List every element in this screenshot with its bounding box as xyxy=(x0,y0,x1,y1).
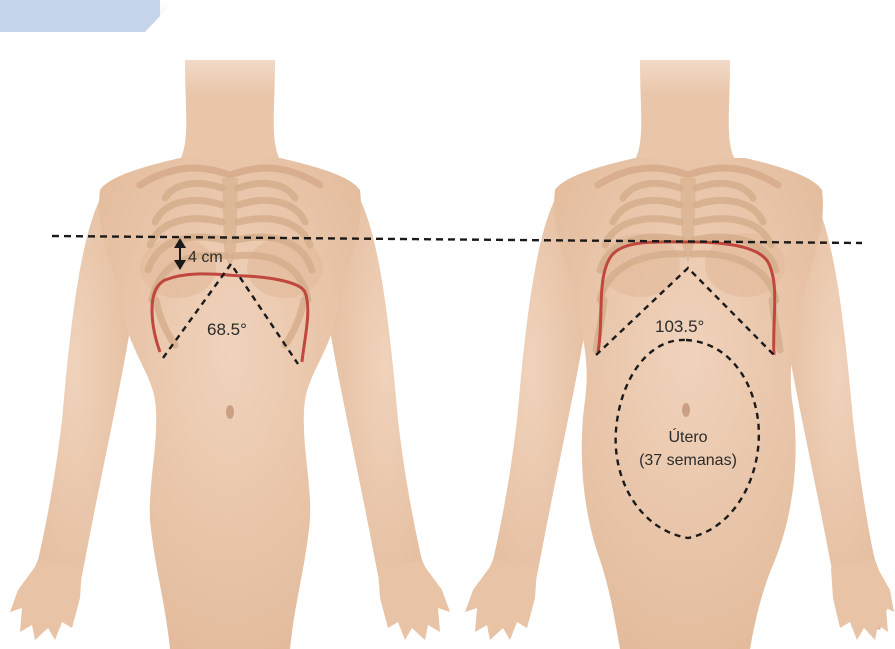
uterus-label: Útero xyxy=(668,427,707,446)
right-figure-left-hand xyxy=(831,560,894,640)
left-figure-head-fade xyxy=(160,0,300,110)
right-angle-label: 103.5° xyxy=(655,317,704,336)
right-figure-navel xyxy=(682,403,690,417)
right-figure-head-fade xyxy=(615,0,755,110)
corner-tab xyxy=(0,0,175,32)
left-figure-navel xyxy=(226,405,234,419)
right-figure-right-hand xyxy=(465,560,537,640)
uterus-weeks-label: (37 semanas) xyxy=(639,452,737,469)
left-angle-label: 68.5° xyxy=(207,320,247,339)
left-distance-label: 4 cm xyxy=(188,249,223,266)
left-figure: 4 cm 68.5° xyxy=(10,0,450,649)
right-figure: 103.5° Útero (37 semanas) xyxy=(465,0,894,649)
left-figure-right-hand xyxy=(10,560,82,640)
left-figure-left-hand xyxy=(378,560,450,640)
